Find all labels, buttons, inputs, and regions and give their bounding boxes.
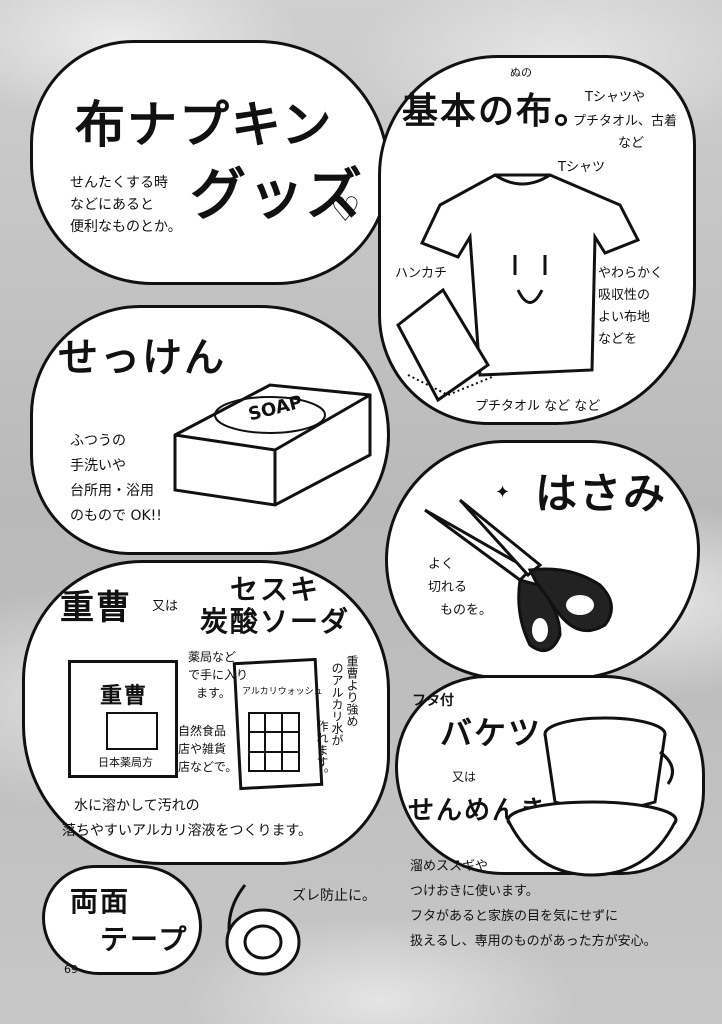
scissors-heading: はさみ: [535, 469, 668, 518]
soda-note-pharmacy-1: 薬局など: [188, 650, 237, 664]
soap-desc-2: 手洗いや: [70, 458, 126, 474]
soap-illustration: [173, 383, 372, 507]
cloth-note-1: Tシャツや: [585, 90, 645, 105]
intro-line3: 便利なものとか。: [70, 219, 182, 235]
tape-roll-illustration: [225, 884, 301, 976]
scissors-illustration: [424, 498, 613, 653]
soda-or: 又は: [152, 599, 179, 614]
title-line1: 布ナプキン: [75, 96, 334, 154]
bucket-illustration: [543, 716, 674, 811]
cloth-desc-2: 吸収性の: [598, 288, 651, 303]
cloth-note-2: プチタオル、古着: [573, 114, 678, 129]
tape-heading1: 両面: [70, 885, 131, 918]
handkerchief-label: ハンカチ: [395, 266, 448, 281]
tape-cloud: [42, 865, 202, 975]
soda-note-pharmacy-2: で手に入り: [188, 668, 249, 682]
baking-soda-box-window: [106, 712, 158, 750]
bucket-desc-4: 扱えるし、専用のものがあった方が安心。: [410, 934, 657, 949]
bucket-desc-3: フタがあると家族の目を気にせずに: [410, 909, 619, 924]
soda-note-store-3: 店などで。: [178, 760, 238, 774]
title-line2: グッズ: [190, 163, 364, 228]
intro-line2: などにあると: [70, 197, 154, 213]
cloth-heading: 基本の布。: [402, 91, 593, 132]
soda-note-vertical-3: 作れます。: [315, 720, 329, 780]
cloth-note-3: など: [618, 136, 645, 151]
bucket-desc-2: つけおきに使います。: [410, 884, 539, 899]
cloth-desc-4: などを: [598, 332, 638, 347]
scissors-desc-3: ものを。: [440, 603, 493, 618]
sesqui-bag-label: アルカリウォッシュ: [242, 687, 323, 697]
soap-desc-4: のもので OK!!: [70, 508, 162, 524]
soda-heading2-line1: セスキ: [230, 573, 321, 606]
scissors-desc-1: よく: [428, 557, 455, 572]
bucket-heading: バケツ: [440, 714, 543, 752]
soap-heading: せっけん: [58, 335, 226, 381]
soda-note-vertical-2: のアルカリ水が: [330, 662, 344, 746]
baking-soda-box: [68, 660, 178, 778]
soda-desc-2: 落ちやすいアルカリ溶液をつくります。: [62, 823, 313, 839]
basin-illustration: [506, 800, 678, 877]
soda-note-vertical-1: 重曹より強め: [345, 655, 359, 727]
soap-desc-1: ふつうの: [70, 433, 126, 449]
soda-heading1: 重曹: [60, 588, 132, 628]
soda-desc-1: 水に溶かして汚れの: [74, 798, 200, 814]
scissors-cloud: [385, 440, 700, 680]
cloth-desc-1: やわらかく: [598, 266, 664, 281]
intro-line1: せんたくする時: [70, 175, 168, 191]
soda-heading2-line2: 炭酸ソーダ: [200, 605, 351, 638]
heart-icon: ♡: [330, 190, 361, 230]
page-number: 69: [64, 963, 78, 976]
title-cloud: [30, 40, 390, 285]
baking-soda-box-label: 重曹: [100, 684, 149, 709]
tshirt-illustration: [419, 173, 641, 377]
soda-note-pharmacy-3: ます。: [196, 686, 231, 700]
scissors-desc-2: 切れる: [428, 580, 468, 595]
bucket-or: 又は: [452, 770, 477, 784]
tape-heading2: テープ: [100, 923, 189, 956]
soap-desc-3: 台所用・浴用: [70, 483, 154, 499]
bucket-heading-small: フタ付: [412, 693, 454, 709]
bucket-desc-1: 溜めススギや: [410, 859, 489, 874]
sparkle-icon: ✦: [495, 482, 511, 503]
sesqui-bag-grid: [248, 712, 300, 772]
tape-desc: ズレ防止に。: [292, 888, 376, 904]
cloth-desc-3: よい布地: [598, 310, 651, 325]
soda-note-store-1: 自然食品: [178, 724, 227, 738]
tshirt-label: Tシャツ: [558, 160, 605, 175]
cloth-ruby: ぬの: [510, 66, 532, 79]
handkerchief-illustration: [396, 287, 493, 403]
towel-label: プチタオル など など: [475, 399, 601, 414]
baking-soda-box-maker: 日本薬局方: [98, 756, 153, 769]
soda-note-store-2: 店や雑貨: [178, 742, 227, 756]
